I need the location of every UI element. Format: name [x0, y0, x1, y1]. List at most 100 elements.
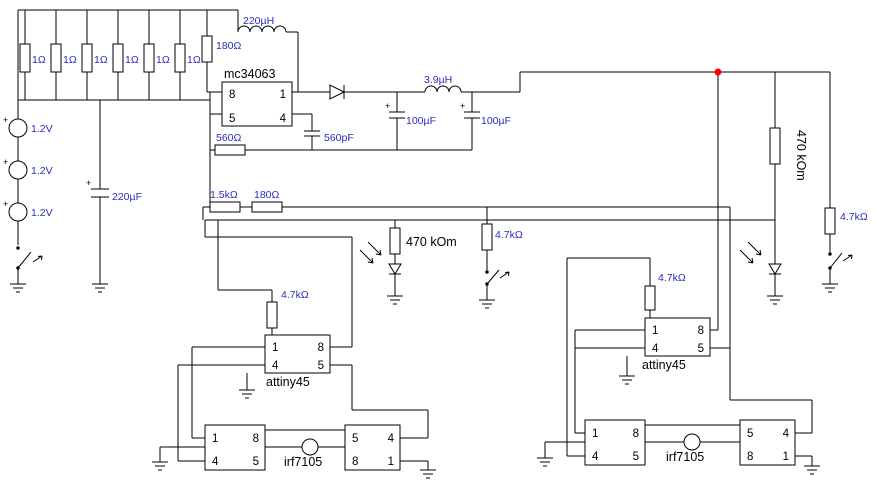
pin-label: 8 — [747, 451, 753, 463]
ic-body — [204, 424, 266, 471]
ic-label: mc34063 — [224, 67, 275, 81]
light-arrow-icon — [739, 241, 762, 264]
driver-node-icon — [301, 438, 319, 456]
capacitor-icon — [389, 111, 405, 119]
driver-node-icon — [683, 433, 701, 451]
ic-mc34063: mc34063 8 1 5 4 — [209, 67, 330, 150]
ic-body — [264, 334, 331, 374]
wire — [17, 9, 238, 207]
filter-inductor: 3.9µH — [424, 72, 521, 93]
junction-dot — [714, 68, 722, 76]
resistor-label: 560Ω — [216, 132, 242, 144]
cell-voltage-label: 1.2V — [31, 123, 53, 135]
switch-terminal — [485, 270, 489, 274]
pin-label: 8 — [633, 428, 639, 440]
timing-capacitor: 560pF — [304, 130, 354, 150]
resistor-label: 180Ω — [216, 40, 242, 52]
divider-row: 1.5kΩ 180Ω — [203, 189, 730, 213]
polarity-plus: + — [3, 157, 8, 167]
channel2-pullup: 4.7kΩ — [644, 258, 686, 318]
capacitor-label: 100µF — [481, 115, 511, 127]
resistor-body — [251, 201, 283, 213]
polarity-plus: + — [86, 178, 91, 188]
capacitor-icon — [304, 130, 320, 137]
right-divider-resistor: 470 kOm — [769, 127, 808, 220]
output-capacitor-2: + 100µF — [460, 92, 511, 150]
resistor-body — [19, 43, 31, 73]
output-rail — [520, 68, 831, 330]
ic-body — [584, 419, 646, 466]
resistor-label: 4.7kΩ — [281, 289, 309, 301]
resistor-label: 1Ω — [63, 54, 77, 66]
pin-label: 1 — [652, 325, 658, 337]
ground-icon — [239, 389, 255, 399]
light-arrow-icon — [359, 241, 382, 264]
switch-actuator — [842, 254, 853, 262]
resistor-label: 4.7kΩ — [495, 229, 523, 241]
resistor-body — [143, 43, 155, 73]
wire — [461, 72, 521, 93]
capacitor-label: 220µF — [112, 191, 142, 203]
capacitor-label: 560pF — [324, 132, 354, 144]
ic-body — [221, 81, 293, 127]
wire — [626, 329, 730, 376]
resistor-label: 180Ω — [254, 189, 280, 201]
diode-icon — [329, 84, 346, 100]
pin-label: 5 — [253, 456, 259, 468]
pin-label: 5 — [352, 433, 358, 445]
battery-cell-icon — [8, 118, 28, 138]
resistor-body — [201, 35, 213, 63]
channel1-mcu: 1 8 4 5 attiny45 — [178, 334, 353, 410]
resistor-label: 4.7kΩ — [840, 211, 868, 223]
ic-body — [644, 317, 711, 357]
channel1-driver: 1 8 4 5 5 4 8 1 irf7105 — [152, 347, 436, 479]
photodiode-icon — [768, 263, 782, 275]
resistor-body — [769, 127, 781, 165]
resistor-body — [209, 201, 241, 213]
ground-icon — [822, 283, 838, 293]
switch-icon — [16, 246, 43, 270]
cell-voltage-label: 1.2V — [31, 207, 53, 219]
resistor-label: 470 kOm — [406, 235, 457, 249]
input-rails — [17, 9, 238, 207]
pin-label: 1 — [592, 428, 598, 440]
input-capacitor: + 220µF — [86, 100, 142, 293]
wire — [566, 257, 650, 457]
resistor-body — [644, 285, 656, 311]
resistor-body — [266, 301, 278, 329]
resistor-label: 4.7kΩ — [658, 272, 686, 284]
channel1-pullup: 4.7kΩ — [266, 289, 309, 335]
wire — [202, 207, 775, 348]
pin-label: 4 — [783, 428, 790, 440]
ground-icon — [387, 295, 403, 305]
resistor-label: 1Ω — [187, 54, 201, 66]
pin-label: 5 — [698, 343, 704, 355]
switch-terminal — [16, 246, 20, 250]
resistor-body — [481, 223, 493, 251]
ic-label: attiny45 — [642, 358, 686, 372]
wire — [159, 347, 429, 470]
resistor-label: 1.5kΩ — [210, 189, 238, 201]
resistor-label: 470 kOm — [794, 130, 808, 181]
pin-label: 4 — [592, 451, 599, 463]
wire — [178, 346, 353, 410]
pin-label: 5 — [633, 451, 639, 463]
cell-voltage-label: 1.2V — [31, 165, 53, 177]
right-sensor-branch — [739, 220, 783, 305]
inductor-icon — [237, 25, 287, 33]
channel2-mcu: 1 8 4 5 attiny45 — [619, 317, 730, 385]
wire — [205, 236, 353, 347]
pin-label: 8 — [253, 433, 259, 445]
switch-blade — [486, 269, 500, 285]
switch-actuator — [32, 255, 43, 263]
pin-label: 5 — [318, 360, 324, 372]
resistor-body — [50, 43, 62, 73]
polarity-plus: + — [3, 115, 8, 125]
channel2-driver: 1 8 4 5 5 4 8 1 irf7105 — [537, 348, 820, 475]
inductor-label: 220µH — [243, 15, 274, 27]
pin-label: 5 — [747, 428, 753, 440]
pin-label: 4 — [388, 433, 395, 445]
pin-label: 1 — [212, 433, 218, 445]
